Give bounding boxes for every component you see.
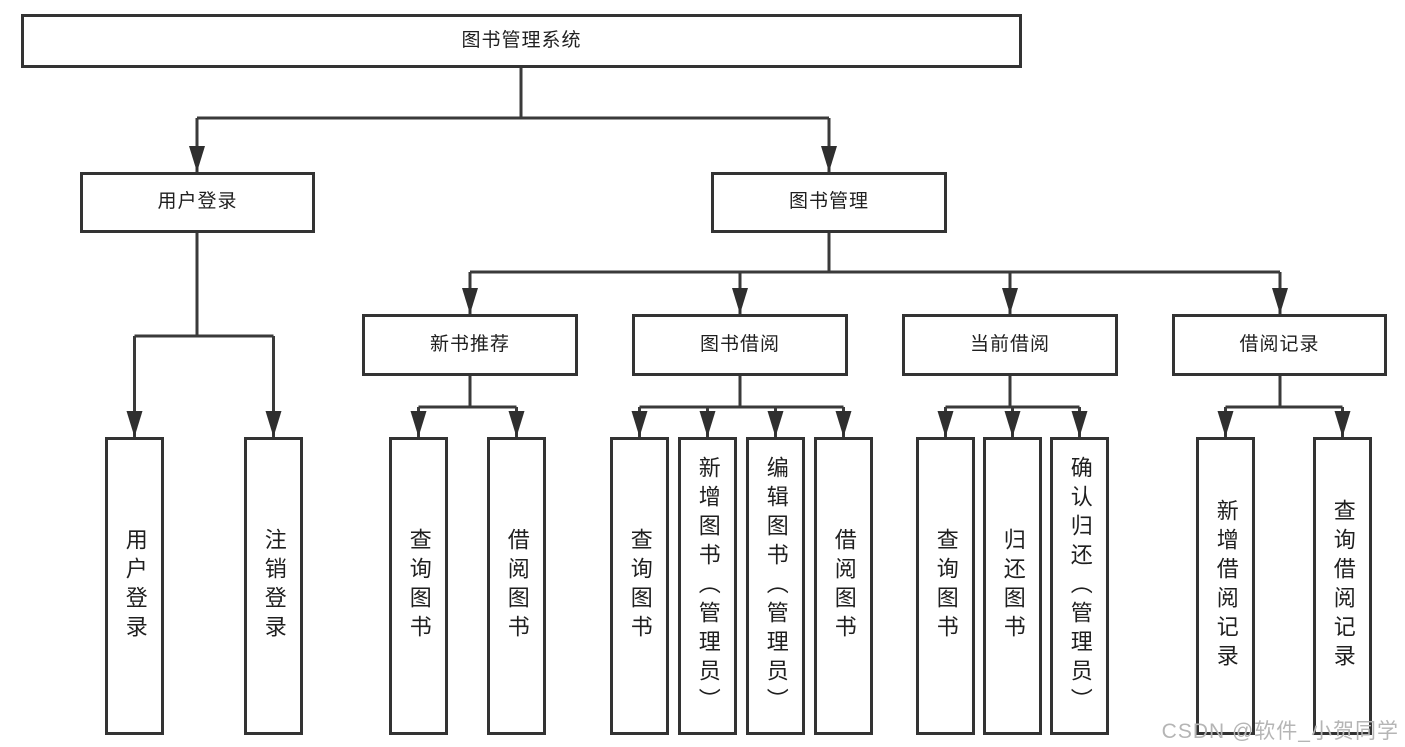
leaf-confirm-return-admin: 确认归还（管理员） [1050,437,1109,735]
leaf-query-books-1: 查询图书 [389,437,448,735]
node-new-book-recommend: 新书推荐 [362,314,578,376]
node-current-borrowing: 当前借阅 [902,314,1118,376]
leaf-add-book-admin: 新增图书（管理员） [678,437,737,735]
node-user-login: 用户登录 [80,172,315,233]
leaf-borrow-books-2: 借阅图书 [814,437,873,735]
node-library-system: 图书管理系统 [21,14,1022,68]
leaf-return-books: 归还图书 [983,437,1042,735]
leaf-query-books-3: 查询图书 [916,437,975,735]
leaf-add-borrow-record: 新增借阅记录 [1196,437,1255,735]
leaf-edit-book-admin: 编辑图书（管理员） [746,437,805,735]
node-borrowing-records: 借阅记录 [1172,314,1387,376]
csdn-watermark: CSDN @软件_小贺同学 [1161,720,1399,743]
leaf-user-login: 用户登录 [105,437,164,735]
leaf-logout: 注销登录 [244,437,303,735]
leaf-query-books-2: 查询图书 [610,437,669,735]
node-book-borrowing: 图书借阅 [632,314,848,376]
leaf-borrow-books-1: 借阅图书 [487,437,546,735]
leaf-query-borrow-record: 查询借阅记录 [1313,437,1372,735]
node-book-management: 图书管理 [711,172,947,233]
